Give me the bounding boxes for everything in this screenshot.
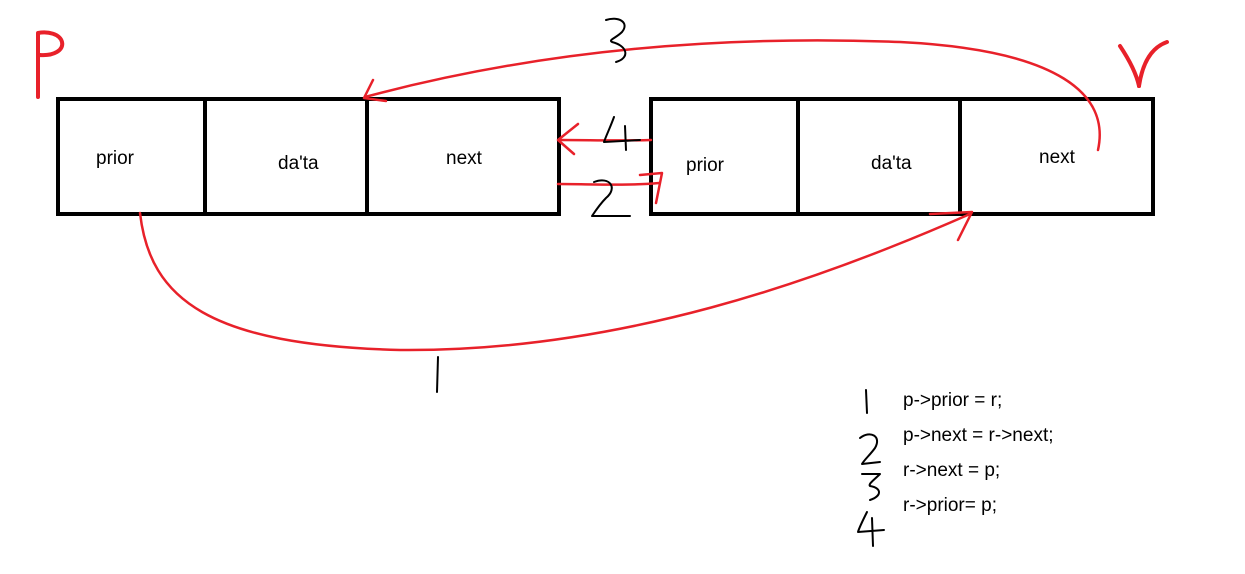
arrow-1-p-prior-to-r-next bbox=[138, 211, 972, 352]
arrow-3-head bbox=[362, 78, 388, 103]
node-r-data-label: da'ta bbox=[871, 153, 912, 174]
node-r-box bbox=[649, 97, 1155, 216]
arrow-3-r-next-to-p-next bbox=[363, 39, 1101, 152]
arrow-2-head bbox=[638, 171, 664, 205]
code-step-2-mark bbox=[859, 433, 881, 465]
step-1-mark bbox=[436, 356, 439, 393]
code-step-4-mark bbox=[857, 511, 885, 547]
code-line-2: p->next = r->next; bbox=[903, 425, 1054, 446]
code-line-3: r->next = p; bbox=[903, 460, 1001, 481]
node-p-box bbox=[56, 97, 561, 216]
node-p: prior da'ta next bbox=[56, 97, 561, 216]
arrows bbox=[138, 39, 1101, 352]
node-p-next-label: next bbox=[446, 148, 483, 169]
code-step-1-mark bbox=[865, 389, 868, 414]
code-step-numbers bbox=[857, 389, 885, 547]
node-p-data-label: da'ta bbox=[278, 153, 319, 174]
node-r-next-label: next bbox=[1039, 147, 1076, 168]
node-r-prior-label: prior bbox=[686, 155, 725, 176]
node-p-prior-label: prior bbox=[96, 148, 135, 169]
arrow-4-head bbox=[556, 122, 580, 156]
code-step-3-mark bbox=[861, 473, 881, 501]
step-2-mark bbox=[591, 179, 631, 217]
node-r: prior da'ta next bbox=[649, 97, 1155, 216]
code-line-1: p->prior = r; bbox=[903, 390, 1003, 411]
code-line-4: r->prior= p; bbox=[903, 495, 997, 516]
pointer-label-p bbox=[36, 30, 65, 99]
arrow-1-head bbox=[928, 210, 974, 242]
step-4-mark bbox=[603, 116, 641, 151]
diagram-step-numbers bbox=[436, 17, 641, 393]
pointer-label-r bbox=[1118, 40, 1169, 88]
step-3-mark bbox=[605, 17, 627, 63]
arrow-2-p-next-to-r-prior bbox=[556, 181, 661, 186]
